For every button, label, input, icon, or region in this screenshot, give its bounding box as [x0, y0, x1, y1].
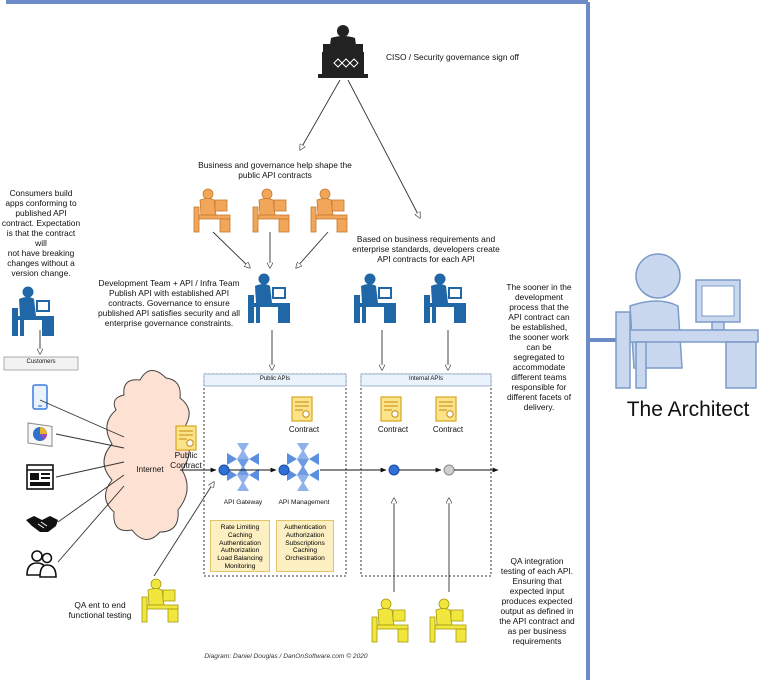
- users-to-internet-line: [57, 485, 125, 563]
- hollow-arrows: [40, 79, 449, 592]
- phone-icon: [32, 384, 48, 410]
- qa-e2e-person: [141, 578, 179, 623]
- api-management-icon: [287, 443, 319, 491]
- dev-team-label: Development Team + API / Infra Team Publ…: [98, 278, 240, 328]
- developer-person-2: [424, 273, 466, 323]
- gateway-features-box: Rate Limiting Caching Authentication Aut…: [210, 520, 270, 572]
- internal-contract-label-2: Contract: [432, 425, 464, 434]
- browser-icon: [26, 464, 54, 490]
- mgmt-contract-label: Contract: [288, 425, 320, 434]
- architect-title: The Architect: [626, 398, 750, 421]
- users-icon: [26, 550, 57, 578]
- browser-to-internet-line: [55, 461, 125, 478]
- qa-integration-label: QA integration testing of each API. Ensu…: [499, 556, 575, 646]
- internet-label: Internet: [136, 465, 164, 474]
- architect-icon: [615, 253, 759, 389]
- handshake-icon: [26, 516, 58, 532]
- ciso-desk-icon: [318, 25, 368, 78]
- partners-to-internet-line: [57, 474, 125, 523]
- phone-to-internet-line: [39, 399, 125, 438]
- cloud-icon: [103, 370, 190, 540]
- business-person-2: [252, 188, 290, 233]
- ciso-label: CISO / Security governance sign off: [386, 52, 519, 62]
- gateway-node-icon: [218, 464, 230, 476]
- business-person-3: [310, 188, 348, 233]
- public-apis-label: Public APIs: [259, 376, 291, 382]
- mgmt-contract-icon: [291, 396, 313, 422]
- customers-label: Customers: [26, 359, 56, 365]
- api-management-label: API Management: [278, 499, 330, 506]
- sooner-label: The sooner in the development process th…: [506, 282, 572, 412]
- public-contract-label: Public Contract: [170, 450, 202, 470]
- public-apis-header: [203, 373, 347, 387]
- internal-apis-label: Internal APIs: [408, 376, 444, 382]
- developer-person-1: [354, 273, 396, 323]
- consumers-label: Consumers build apps conforming to publi…: [1, 188, 81, 278]
- qa-integration-person-1: [371, 598, 409, 643]
- internal-node-icon-1: [388, 464, 400, 476]
- internal-node-icon-2: [443, 464, 455, 476]
- qa-integration-person-2: [429, 598, 467, 643]
- based-on-label: Based on business requirements and enter…: [352, 234, 500, 264]
- mgmt-node-icon: [278, 464, 290, 476]
- pie-chart-icon: [27, 422, 53, 447]
- api-gateway-icon: [227, 443, 259, 491]
- internal-contract-icon-2: [435, 396, 457, 422]
- management-features-box: Authentication Authorization Subscriptio…: [276, 520, 334, 572]
- dev-team-person: [248, 273, 290, 323]
- public-contract-icon: [175, 425, 197, 451]
- business-governance-label: Business and governance help shape the p…: [198, 160, 352, 180]
- business-person-1: [193, 188, 231, 233]
- internal-contract-icon-1: [380, 396, 402, 422]
- consumer-person: [12, 286, 54, 336]
- api-gateway-label: API Gateway: [223, 499, 263, 506]
- chart-to-internet-line: [55, 433, 125, 449]
- credit-label: Diagram: Daniel Douglas / DanOnSoftware.…: [204, 653, 368, 660]
- internal-apis-header: [360, 373, 492, 387]
- customers-box: [3, 356, 79, 371]
- qa-e2e-label: QA ent to end functional testing: [68, 600, 132, 620]
- internal-contract-label-1: Contract: [377, 425, 409, 434]
